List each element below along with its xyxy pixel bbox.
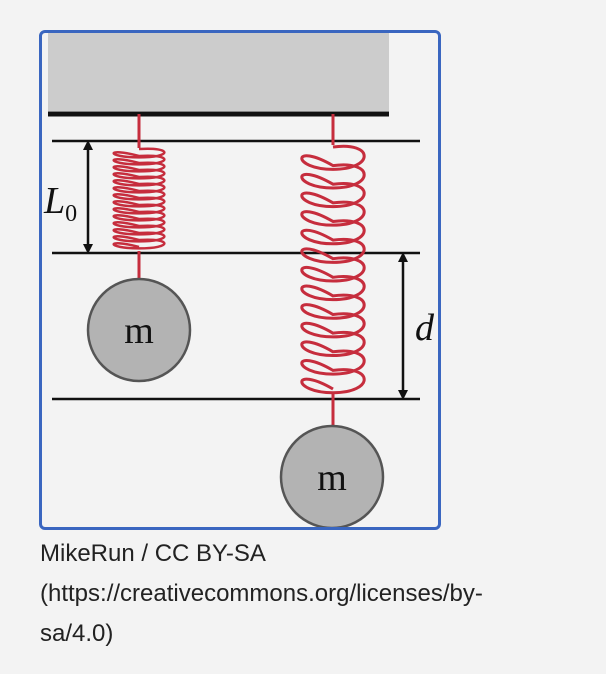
image-attribution: MikeRun / CC BY-SA (https://creativecomm… bbox=[40, 534, 590, 654]
l0-label-subscript: 0 bbox=[65, 201, 77, 227]
spring-diagram: m m L0 d bbox=[43, 33, 435, 527]
left-spring-coil bbox=[112, 147, 166, 250]
l0-label: L0 bbox=[43, 180, 77, 227]
figure-frame: m m L0 d bbox=[39, 30, 441, 530]
right-mass bbox=[279, 424, 385, 527]
right-spring-coil bbox=[300, 144, 366, 395]
attribution-line-2: (https://creativecommons.org/licenses/by… bbox=[40, 580, 483, 607]
l0-label-main: L bbox=[43, 180, 65, 222]
d-label: d bbox=[415, 307, 435, 349]
ceiling-block bbox=[48, 33, 389, 111]
attribution-line-3: sa/4.0) bbox=[40, 620, 114, 647]
right-mass-label: m bbox=[317, 457, 347, 499]
left-mass bbox=[86, 277, 192, 383]
left-mass-label: m bbox=[124, 310, 154, 352]
attribution-line-1: MikeRun / CC BY-SA bbox=[40, 540, 266, 567]
